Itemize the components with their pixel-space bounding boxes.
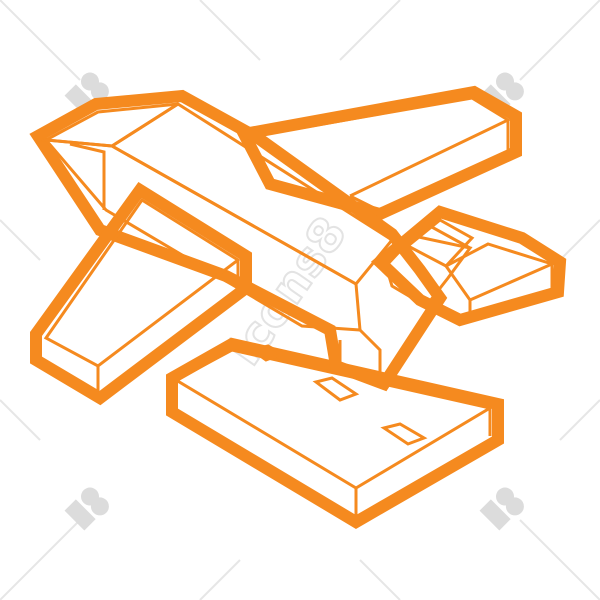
front-wing-outer-outline — [30, 181, 252, 406]
airplane-tail — [370, 205, 567, 327]
airplane-engine — [384, 224, 473, 308]
tail-edge — [468, 264, 554, 316]
rear-wing-edge — [349, 120, 510, 212]
runway-outer-outline — [166, 337, 504, 529]
runway-marking-2 — [312, 376, 360, 402]
runway-markings — [248, 344, 428, 446]
engine-front — [413, 224, 471, 250]
airplane-front-wing — [30, 181, 252, 406]
runway-marking-3 — [380, 422, 428, 446]
fuselage-outer-outline — [29, 89, 448, 392]
fuselage-nose-tip — [69, 142, 106, 210]
tail-fin — [405, 218, 475, 268]
front-wing-edge — [96, 260, 240, 392]
rear-wing-top-face — [253, 96, 512, 198]
runway-marking-1 — [248, 344, 286, 362]
runway-platform — [166, 337, 504, 529]
airplane-rear-wing — [234, 85, 522, 221]
fuselage-belly — [338, 328, 382, 384]
rear-wing-outer-outline — [234, 85, 522, 221]
airplane-fuselage — [29, 89, 448, 392]
runway-front-edge — [354, 408, 492, 516]
